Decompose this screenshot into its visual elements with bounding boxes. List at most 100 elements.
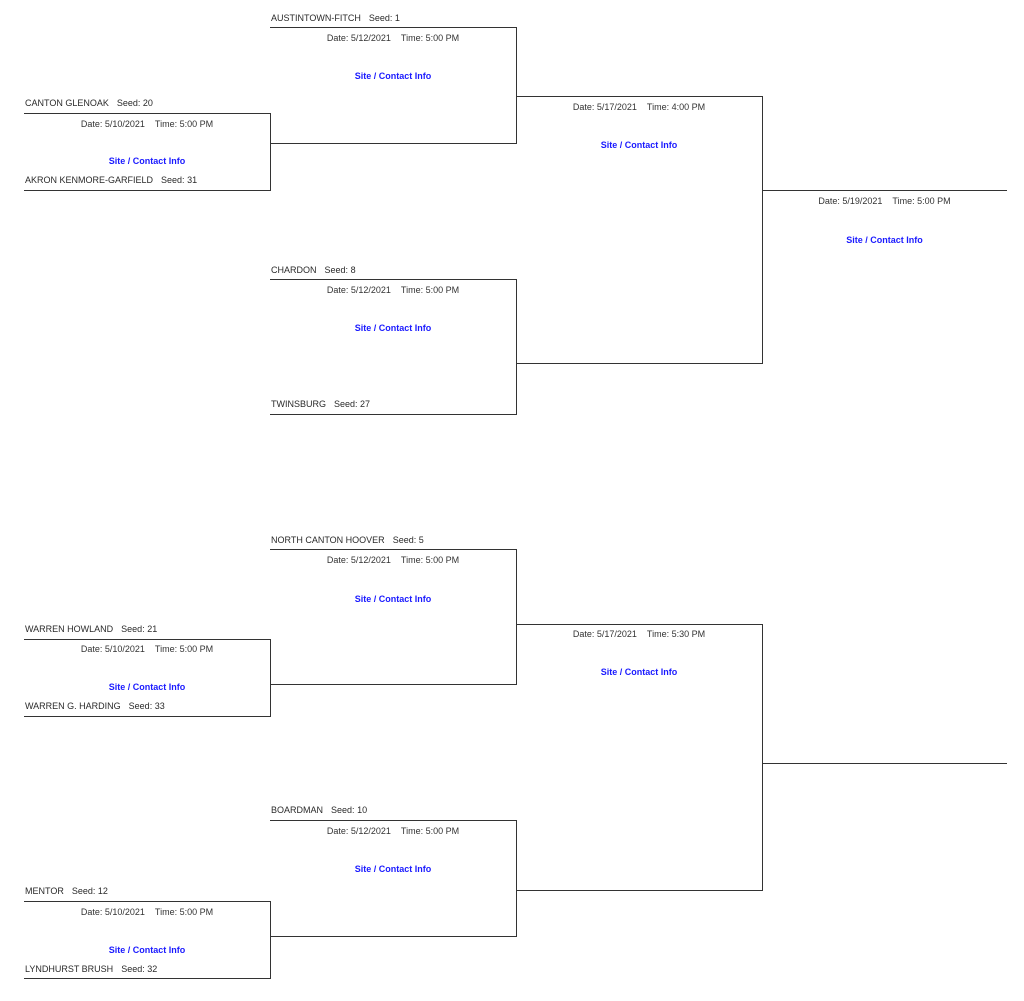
seed-label: Seed: [334,399,358,409]
seed-label: Seed: [161,175,185,185]
game-date: 5/17/2021 [596,102,637,112]
bracket-line [270,27,517,28]
date-label: Date: [80,907,103,917]
bracket-line [270,549,517,550]
game-date: 5/12/2021 [350,826,391,836]
seed-label: Seed: [392,535,417,545]
team-name: LYNDHURST BRUSH [25,964,114,974]
bracket-line [270,901,271,978]
seed-value: 12 [97,886,108,896]
seed-value: 10 [357,805,368,815]
game-date-time: Date: 5/17/2021 Time: 5:30 PM [516,629,762,640]
time-label: Time: [400,826,424,836]
seed-value: 5 [418,535,424,545]
site-contact-link[interactable]: Site / Contact Info [354,71,432,81]
date-label: Date: [572,629,595,639]
bracket-line [270,936,517,937]
date-label: Date: [80,119,103,129]
bracket-line [270,820,517,821]
site-contact-link[interactable]: Site / Contact Info [108,682,186,692]
bracket-line [516,27,517,143]
time-label: Time: [646,102,670,112]
game-date: 5/17/2021 [596,629,637,639]
bracket-line [24,113,271,114]
game-time: 4:00 PM [671,102,706,112]
bracket-line [24,716,271,717]
seed-value: 31 [187,175,198,185]
site-contact-link[interactable]: Site / Contact Info [108,156,186,166]
bracket-line [270,143,517,144]
game-time: 5:00 PM [917,196,951,206]
team-name: AUSTINTOWN-FITCH [271,13,361,23]
game-time: 5:00 PM [425,285,460,295]
team-name: BOARDMAN [271,805,324,815]
bracket-line [270,279,517,280]
bracket-line [24,639,271,640]
time-label: Time: [646,629,670,639]
bracket-line [762,96,763,363]
game-date-time: Date: 5/12/2021 Time: 5:00 PM [270,555,516,566]
site-contact-link[interactable]: Site / Contact Info [354,323,432,333]
bracket-line [762,190,1007,191]
bracket-line [516,890,763,891]
site-contact-link[interactable]: Site / Contact Info [108,945,186,955]
game-date: 5/12/2021 [350,555,391,565]
time-label: Time: [400,555,424,565]
time-label: Time: [400,33,424,43]
seed-label: Seed: [368,13,393,23]
game-time: 5:30 PM [671,629,706,639]
bracket-line [24,190,271,191]
seed-label: Seed: [128,701,153,711]
seed-label: Seed: [121,624,145,634]
bracket-line [516,279,517,414]
time-label: Time: [154,907,178,917]
site-contact-link[interactable]: Site / Contact Info [600,667,678,677]
game-date: 5/10/2021 [104,644,145,654]
date-label: Date: [326,555,349,565]
bracket-line [516,549,517,684]
seed-value: 33 [154,701,165,711]
bracket-line [516,363,763,364]
date-label: Date: [818,196,840,206]
seed-value: 27 [360,399,371,409]
bracket-line [24,978,271,979]
bracket-line [516,96,763,97]
site-contact-link[interactable]: Site / Contact Info [600,140,678,150]
team-name: AKRON KENMORE-GARFIELD [25,175,154,185]
bracket-line [762,624,763,891]
seed-value: 8 [350,265,356,275]
game-time: 5:00 PM [425,33,460,43]
team-name: TWINSBURG [271,399,326,409]
bracket-line [270,113,271,190]
bracket-line [762,763,1007,764]
seed-label: Seed: [116,98,141,108]
site-contact-link[interactable]: Site / Contact Info [846,235,923,245]
time-label: Time: [154,644,178,654]
site-contact-link[interactable]: Site / Contact Info [354,594,432,604]
bracket-line [270,414,517,415]
game-time: 5:00 PM [425,555,460,565]
game-date: 5/12/2021 [350,285,391,295]
date-label: Date: [326,826,349,836]
seed-value: 21 [147,624,158,634]
time-label: Time: [892,196,915,206]
time-label: Time: [154,119,178,129]
game-date: 5/10/2021 [104,907,145,917]
seed-label: Seed: [121,964,145,974]
team-name: CHARDON [271,265,317,275]
site-contact-link[interactable]: Site / Contact Info [354,864,432,874]
